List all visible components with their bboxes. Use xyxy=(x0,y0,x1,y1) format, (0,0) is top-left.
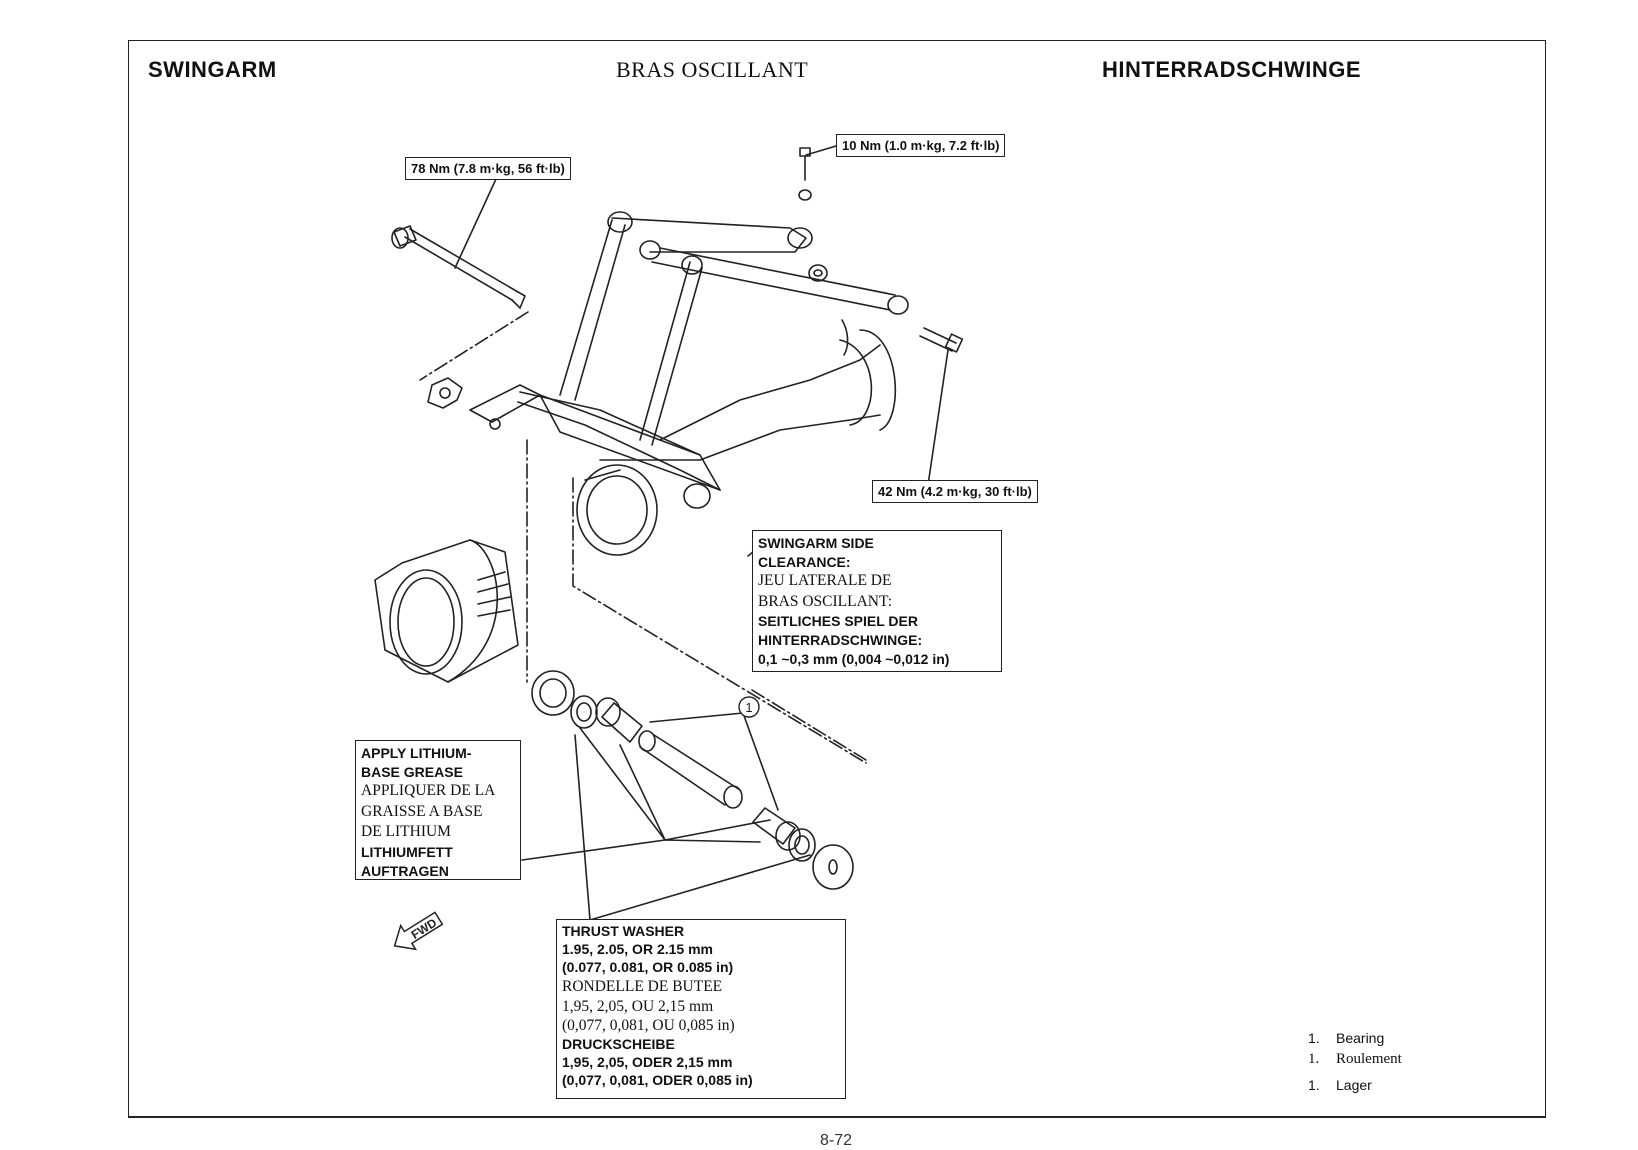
collar xyxy=(639,734,741,806)
page-number: 8-72 xyxy=(820,1132,853,1149)
thrust-de-line1: DRUCKSCHEIBE xyxy=(562,1036,675,1053)
bearing-assembly xyxy=(531,670,854,890)
thrust-washer-box: THRUST WASHER 1.95, 2.05, OR 2.15 mm (0.… xyxy=(556,919,846,1099)
torque-label-top: 10 Nm (1.0 m·kg, 7.2 ft·lb) xyxy=(836,134,1006,158)
oil-seal xyxy=(531,670,575,716)
thrust-fr-line2: 1,95, 2,05, OU 2,15 mm xyxy=(562,997,714,1015)
legend-text: Bearing xyxy=(1336,1030,1385,1046)
torque-right-text: 42 Nm (4.2 m·kg, 30 ft·lb) xyxy=(878,484,1032,499)
thrust-en-line1: THRUST WASHER xyxy=(562,923,685,939)
clearance-en-line1: SWINGARM SIDE xyxy=(758,535,874,551)
grease-fr-line1: APPLIQUER DE LA xyxy=(361,782,496,800)
thrust-en-line2: 1.95, 2.05, OR 2.15 mm xyxy=(562,940,713,957)
top-bolt xyxy=(798,147,828,282)
clearance-de-line2: HINTERRADSCHWINGE: xyxy=(758,632,923,649)
torque-top-text: 10 Nm (1.0 m·kg, 7.2 ft·lb) xyxy=(842,138,1000,153)
fwd-arrow-icon: FWD xyxy=(393,911,444,951)
bearing-right xyxy=(752,807,796,845)
thrust-fr-line3: (0,077, 0,081, OU 0,085 in) xyxy=(562,1017,735,1035)
grease-fr-line2: GRAISSE A BASE xyxy=(361,802,483,820)
legend-num: 1. xyxy=(1308,1077,1320,1093)
thrust-fr-line1: RONDELLE DE BUTEE xyxy=(562,977,723,995)
leader-right-torque xyxy=(927,349,949,486)
clearance-de-line1: SEITLICHES SPIEL DER xyxy=(758,613,918,630)
grease-de-line1: LITHIUMFETT xyxy=(361,844,453,861)
alignment-line-1 xyxy=(419,311,529,381)
legend-text: Roulement xyxy=(1336,1051,1402,1067)
legend-num: 1. xyxy=(1308,1051,1320,1067)
grease-en-line1: APPLY LITHIUM- xyxy=(361,745,472,761)
legend-english: 1. Bearing xyxy=(1308,1030,1384,1046)
pivot-cover xyxy=(374,539,519,683)
clearance-fr-line2: BRAS OSCILLANT: xyxy=(758,592,893,610)
pivot-shaft xyxy=(391,225,526,309)
grease-en-line2: BASE GREASE xyxy=(361,763,463,780)
grease-de-line2: AUFTRAGEN xyxy=(361,862,449,879)
dust-cap xyxy=(812,844,854,890)
grease-note-box: APPLY LITHIUM- BASE GREASE APPLIQUER DE … xyxy=(355,740,521,880)
legend-french: 1. Roulement xyxy=(1308,1051,1402,1068)
swingarm-body xyxy=(517,211,909,556)
leader-top-torque xyxy=(805,145,837,156)
legend-german: 1. Lager xyxy=(1308,1077,1372,1093)
torque-label-right: 42 Nm (4.2 m·kg, 30 ft·lb) xyxy=(872,480,1038,504)
callout-circle-1 xyxy=(738,696,760,718)
torque-left-text: 78 Nm (7.8 m·kg, 56 ft·lb) xyxy=(411,161,565,176)
thrust-en-line3: (0.077, 0.081, OR 0.085 in) xyxy=(562,958,734,975)
grease-fr-line3: DE LITHIUM xyxy=(361,823,451,841)
callout-number: 1 xyxy=(745,700,752,715)
header-french: BRAS OSCILLANT xyxy=(616,57,809,82)
torque-label-left: 78 Nm (7.8 m·kg, 56 ft·lb) xyxy=(405,157,571,181)
clearance-en-line2: CLEARANCE: xyxy=(758,553,851,570)
page-frame xyxy=(128,40,1546,1118)
bearing-left xyxy=(601,702,643,743)
leader-left-torque xyxy=(454,178,497,269)
clearance-fr-line1: JEU LATERALE DE xyxy=(758,572,892,590)
header-german: HINTERRADSCHWINGE xyxy=(1102,57,1362,82)
thrust-washer-right xyxy=(788,828,816,862)
thrust-de-line3: (0,077, 0,081, ODER 0,085 in) xyxy=(562,1072,753,1089)
thrust-washer-left xyxy=(570,695,598,729)
right-bolt xyxy=(919,327,964,353)
legend-text: Lager xyxy=(1336,1077,1372,1093)
clearance-value: 0,1 ~0,3 mm (0,004 ~0,012 in) xyxy=(758,650,950,667)
legend-num: 1. xyxy=(1308,1030,1320,1046)
header-english: SWINGARM xyxy=(148,57,277,82)
side-clearance-box: SWINGARM SIDE CLEARANCE: JEU LATERALE DE… xyxy=(752,530,1002,672)
thrust-de-line2: 1,95, 2,05, ODER 2,15 mm xyxy=(562,1054,733,1071)
